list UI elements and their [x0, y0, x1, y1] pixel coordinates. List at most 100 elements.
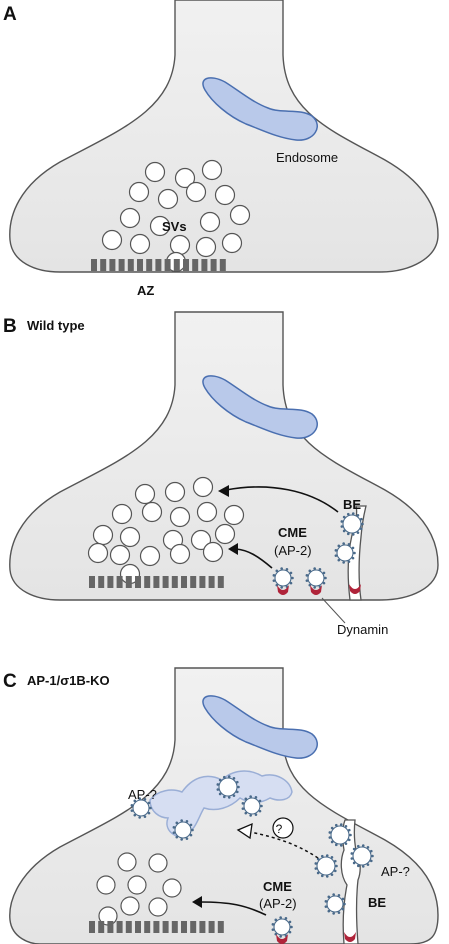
active-zone-bar	[162, 576, 169, 588]
active-zone-bar	[137, 259, 143, 271]
clathrin-coat-dot	[341, 897, 345, 901]
clathrin-coat-dot	[352, 861, 356, 865]
clathrin-coat-dot	[339, 844, 343, 847]
active-zone-bar	[199, 576, 206, 588]
active-zone-bar	[217, 921, 224, 933]
clathrin-coat-dot	[334, 554, 338, 557]
clathrin-coat-dot	[332, 912, 335, 915]
ap2-label-c: (AP-2)	[259, 896, 297, 911]
clathrin-coat-dot	[340, 520, 344, 523]
clathrin-coat-dot	[258, 809, 262, 813]
clathrin-coat-dot	[337, 544, 341, 548]
synaptic-vesicle	[134, 483, 156, 505]
clathrin-coat-dot	[175, 835, 179, 839]
clathrin-coat-dot	[327, 895, 331, 899]
ap2-label-b: (AP-2)	[274, 543, 312, 558]
clathrin-coat-dot	[344, 825, 348, 828]
active-zone-bar	[91, 259, 97, 271]
clathrin-coat-dot	[305, 574, 309, 577]
synaptic-vesicle	[120, 896, 140, 916]
clathrin-coat-dot	[337, 558, 341, 562]
synaptic-vesicle	[190, 529, 212, 551]
active-zone-bar	[183, 259, 189, 271]
active-zone-bar	[118, 259, 125, 271]
dynamin-ring	[344, 932, 356, 942]
clathrin-coat-dot	[235, 780, 239, 784]
clathrin-coat-dot	[342, 529, 346, 533]
synaptic-vesicles-a	[101, 159, 251, 273]
clathrin-coat-dot	[325, 854, 329, 857]
clathrin-coat-dot	[328, 831, 332, 834]
clathrin-coat-dot	[340, 525, 344, 528]
coated-vesicle	[273, 918, 291, 936]
clathrin-coat-dot	[143, 815, 147, 818]
active-zone-bar	[116, 576, 123, 588]
clathrin-coat-dot	[342, 561, 345, 564]
clathrin-coat-dot	[305, 579, 309, 582]
clathrin-coat-dot	[356, 844, 360, 848]
clathrin-coat-dot	[288, 920, 292, 924]
synaptic-vesicle	[164, 481, 186, 503]
ap-unknown-label-left: AP-?	[128, 787, 157, 802]
cme-arrowhead-b	[228, 543, 238, 555]
clathrin-coat-dot	[369, 859, 373, 863]
clathrin-coat-dot	[320, 874, 324, 878]
clathrin-coat-dot	[189, 823, 193, 827]
dynamin-label: Dynamin	[337, 622, 388, 637]
synaptic-vesicle	[87, 542, 109, 564]
clathrin-coat-dot	[347, 838, 351, 842]
clathrin-coat-dot	[130, 804, 134, 807]
coated-vesicle	[132, 799, 150, 817]
clathrin-coat-dot	[359, 527, 363, 531]
coated-vesicle	[326, 895, 344, 913]
active-zone-bar	[217, 576, 224, 588]
endosome-label: Endosome	[276, 150, 338, 165]
clathrin-coat-dot	[222, 795, 226, 799]
coated-vesicle	[342, 514, 362, 534]
clathrin-coat-dot	[271, 928, 275, 931]
question-mark: ?	[276, 822, 283, 836]
coated-vesicle	[352, 846, 372, 866]
clathrin-coat-dot	[291, 576, 294, 580]
synaptic-vesicle	[139, 545, 161, 567]
clathrin-coat-dot	[218, 792, 222, 796]
clathrin-coat-dot	[244, 811, 248, 815]
clathrin-coat-dot	[249, 795, 252, 798]
active-zone-bar	[153, 921, 160, 933]
clathrin-coat-dot	[333, 869, 337, 873]
clathrin-coat-dot	[289, 581, 293, 585]
clathrin-coat-dot	[133, 813, 137, 817]
clathrin-coat-dot	[335, 864, 338, 868]
active-zone-bar	[89, 576, 95, 588]
clathrin-coat-dot	[318, 568, 322, 571]
be-arrow	[225, 486, 339, 513]
clathrin-coat-dot	[324, 900, 328, 903]
dynamin-ring	[310, 585, 322, 595]
active-zone-bar	[107, 921, 114, 933]
clathrin-coat-dot	[227, 796, 231, 799]
clathrin-coat-dot	[369, 849, 373, 853]
coated-vesicles-b	[272, 512, 364, 589]
active-zone-a	[91, 259, 226, 271]
clathrin-coat-dot	[185, 837, 189, 840]
synaptic-vesicle	[202, 541, 224, 563]
clathrin-coat-dot	[314, 862, 318, 865]
be-label-c: BE	[368, 895, 386, 910]
active-zone-bar	[107, 576, 114, 588]
clathrin-coat-dot	[133, 799, 137, 803]
panel-title-c: AP-1/σ1B-KO	[27, 673, 110, 688]
active-zone-bar	[181, 921, 187, 933]
active-zone-bar	[171, 921, 178, 933]
dynamin-ring	[277, 585, 289, 595]
endosome-c	[202, 695, 318, 759]
active-zone-bar	[162, 921, 169, 933]
clathrin-coat-dot	[351, 533, 355, 536]
cme-arrow-b	[235, 548, 273, 569]
clathrin-coat-dot	[314, 867, 318, 870]
clathrin-coat-dot	[289, 571, 293, 575]
clathrin-coat-dot	[371, 854, 374, 858]
clathrin-coat-dot	[352, 847, 356, 851]
synaptic-vesicle	[214, 523, 236, 545]
coated-vesicle	[307, 569, 325, 587]
clathrin-coat-dot	[241, 802, 245, 805]
